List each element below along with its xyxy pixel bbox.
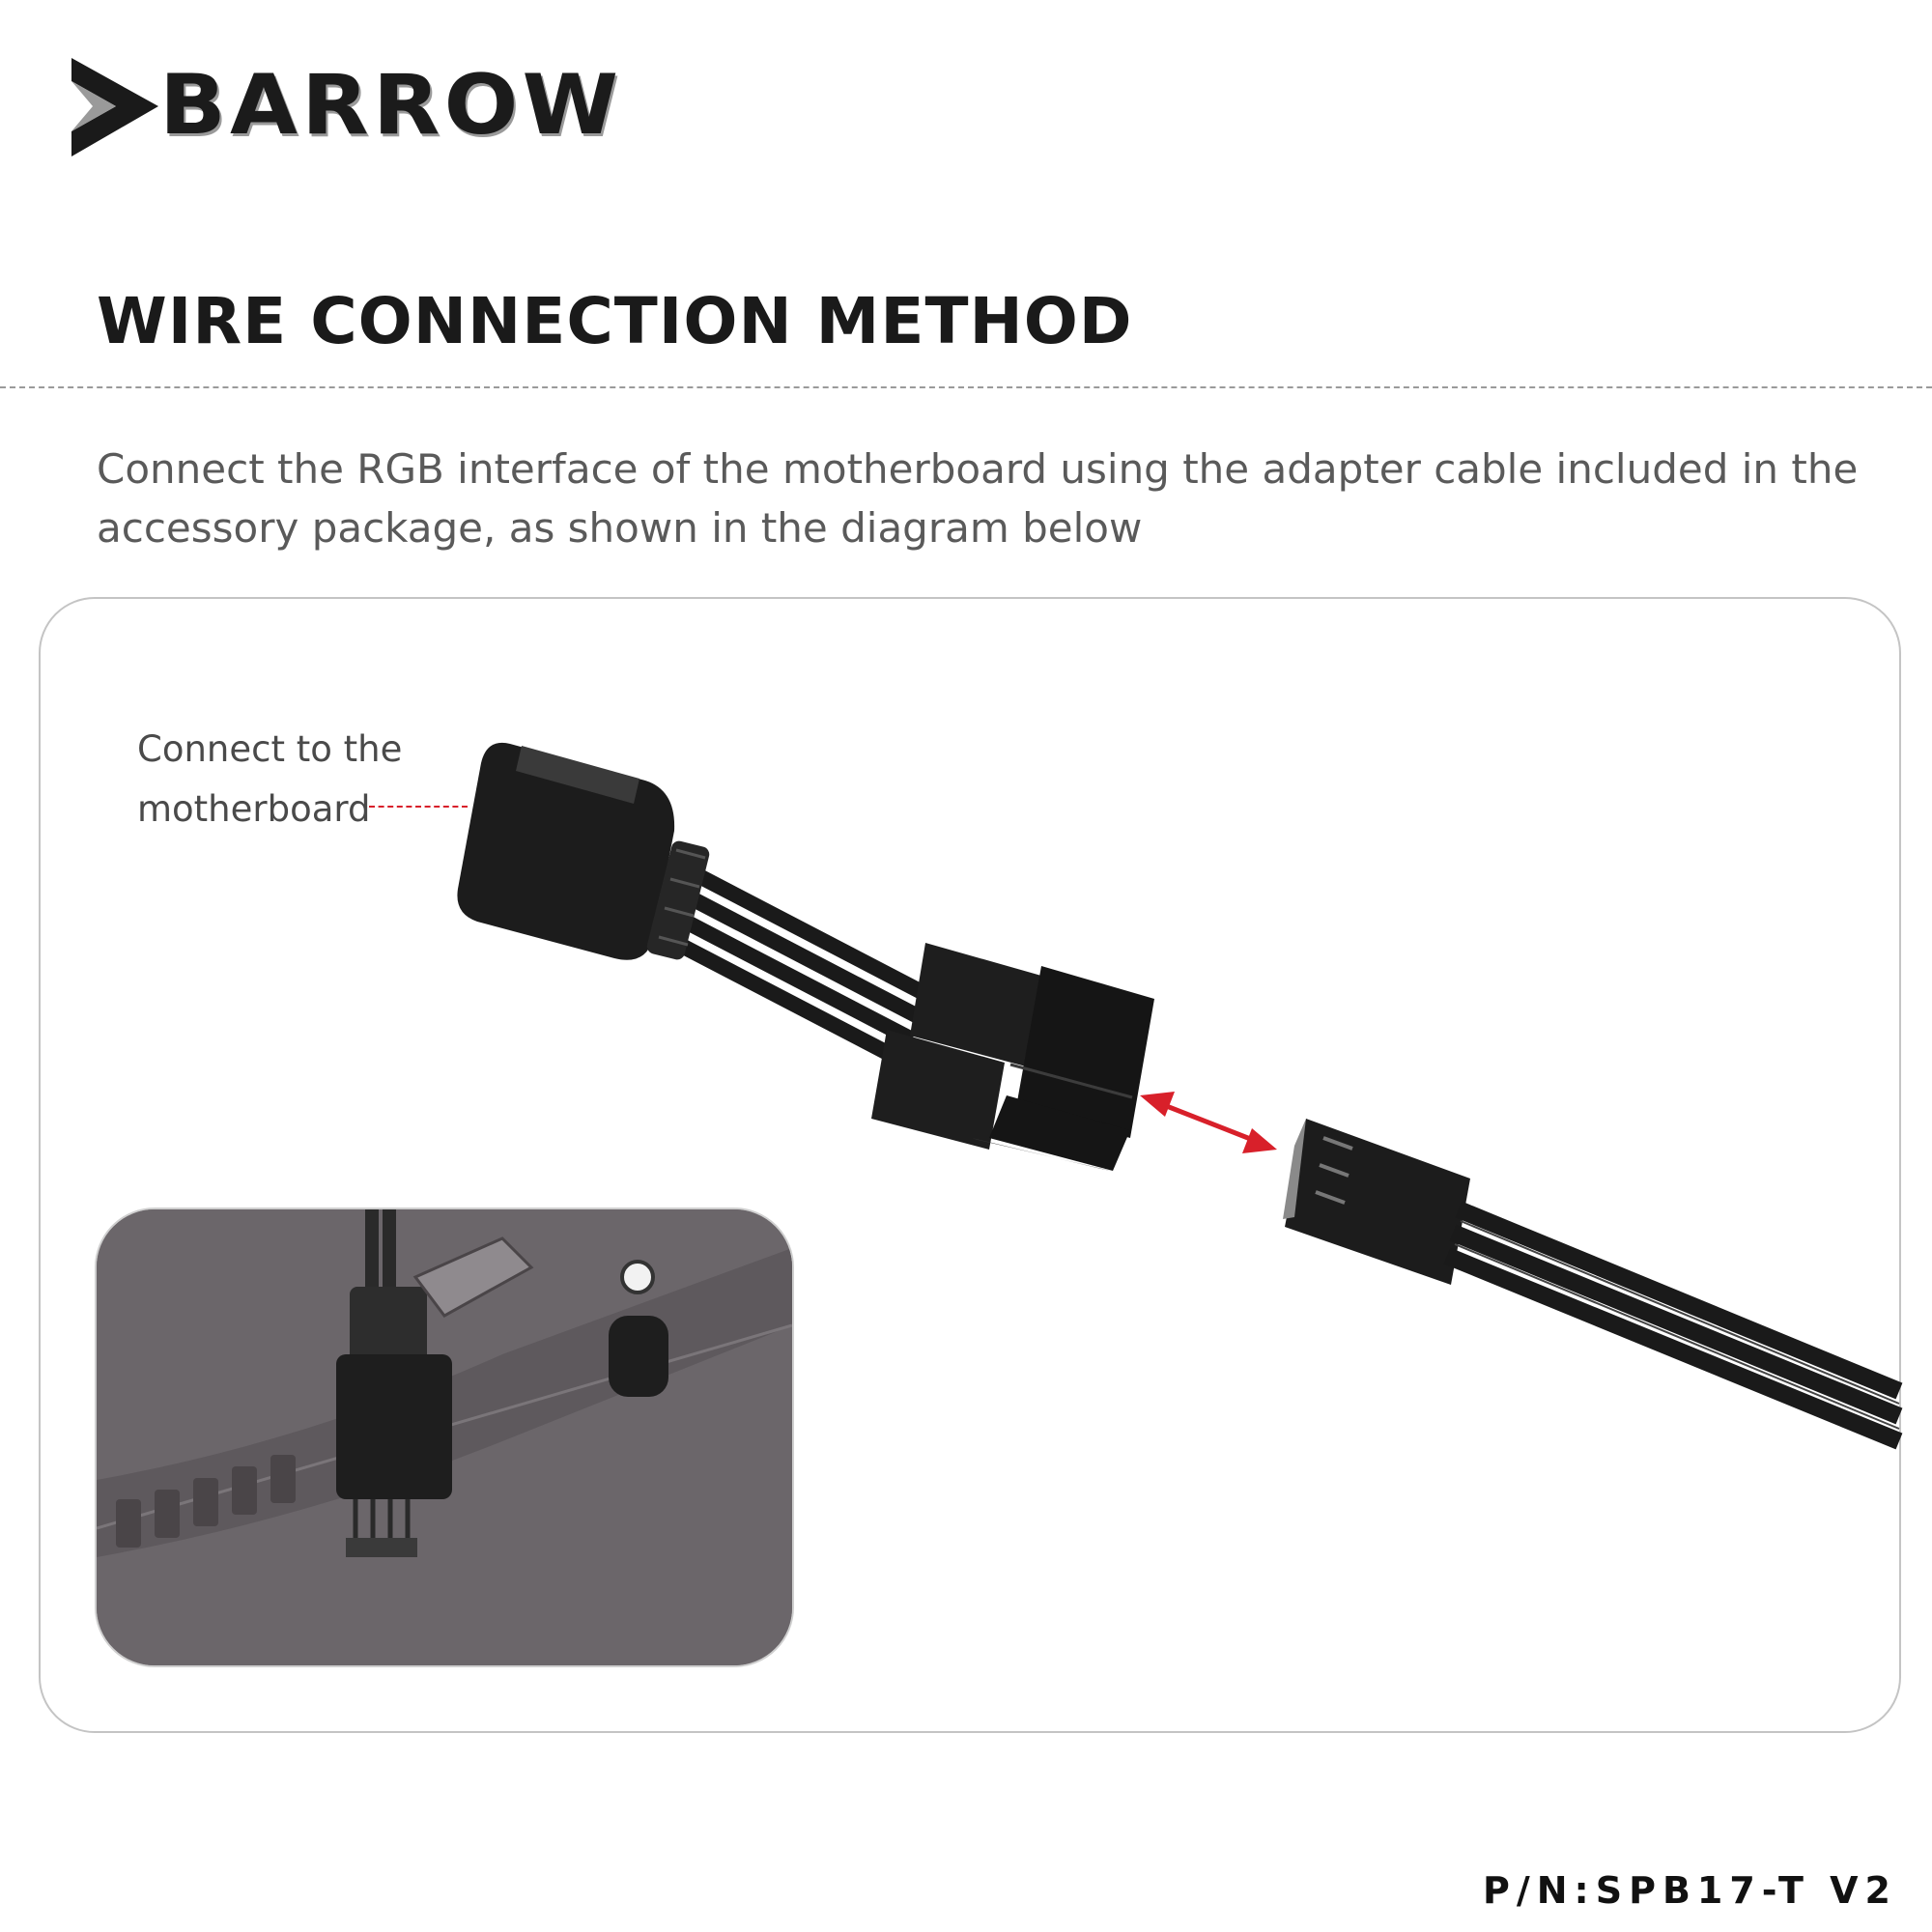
callout-leader-line bbox=[369, 806, 468, 808]
three-pin-connector-icon bbox=[1283, 1119, 1470, 1285]
brand-logo-icon bbox=[71, 58, 158, 156]
adapter-connector-icon bbox=[871, 943, 1154, 1171]
double-arrow-icon bbox=[1140, 1092, 1277, 1153]
motherboard-inset bbox=[95, 1208, 794, 1667]
intro-text: Connect the RGB interface of the motherb… bbox=[97, 445, 1859, 552]
motherboard-callout: Connect to the motherboard bbox=[137, 720, 402, 839]
callout-line-1: Connect to the bbox=[137, 728, 403, 770]
dashed-divider bbox=[0, 386, 1932, 388]
callout-line-2: motherboard bbox=[137, 788, 371, 830]
page-title: WIRE CONNECTION METHOD bbox=[97, 284, 1133, 358]
part-number: P/N:SPB17-T V2 bbox=[1483, 1869, 1897, 1912]
motherboard-header-icon bbox=[97, 1209, 792, 1665]
three-pin-cable-wires bbox=[1443, 1201, 1903, 1450]
rgb-female-connector-icon bbox=[457, 742, 710, 960]
adapter-cable-wires bbox=[668, 867, 931, 1069]
brand-name: BARROW bbox=[159, 57, 623, 154]
